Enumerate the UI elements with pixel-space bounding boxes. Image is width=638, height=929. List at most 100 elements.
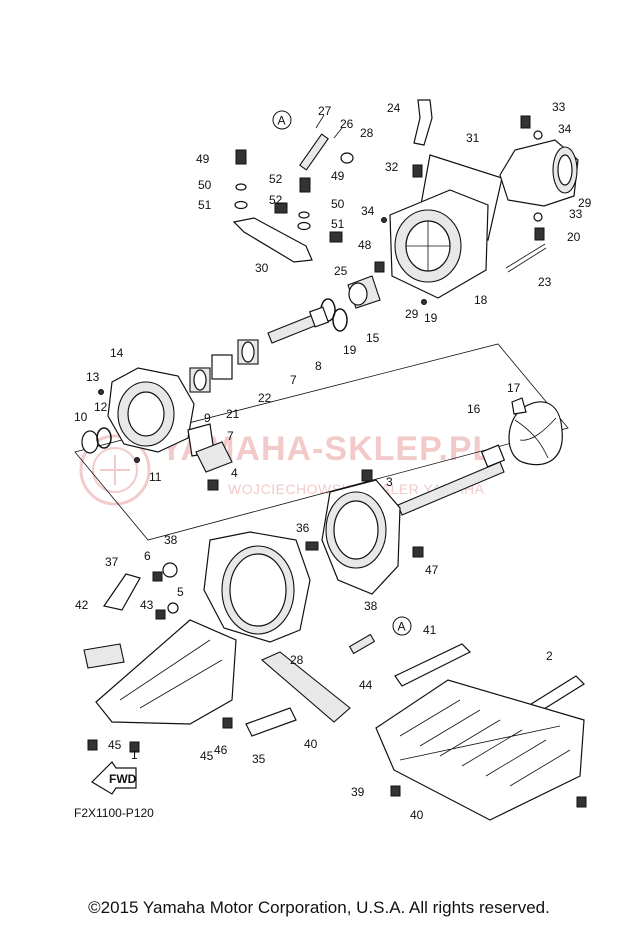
bearing-14 — [237, 339, 259, 365]
washer-34-upper — [533, 130, 543, 140]
callout-47: 47 — [425, 563, 439, 577]
bolt-49-right — [299, 177, 311, 193]
callout-30: 30 — [255, 261, 269, 275]
bolt-52-lower — [329, 231, 343, 243]
rail-42 — [394, 643, 472, 687]
ride-plate-wedge-1 — [95, 619, 237, 725]
callout-15: 15 — [366, 331, 380, 345]
callout-33: 33 — [552, 100, 566, 114]
callout-52: 52 — [269, 172, 283, 186]
callout-7: 7 — [227, 429, 234, 443]
callout-2: 2 — [546, 649, 553, 663]
callout-29: 29 — [578, 196, 592, 210]
callout-48: 48 — [358, 238, 372, 252]
callout-38: 38 — [164, 533, 178, 547]
callout-33: 33 — [569, 207, 583, 221]
callout-11: 11 — [149, 470, 162, 484]
pin-7-lower — [134, 457, 140, 463]
shaft-21 — [397, 444, 506, 516]
bolt-6 — [412, 546, 424, 558]
mount-43 — [83, 643, 125, 669]
screw-25 — [412, 164, 423, 178]
nut-38-lower — [155, 609, 166, 620]
callout-43: 43 — [140, 598, 154, 612]
callout-6: 6 — [144, 549, 151, 563]
callout-37: 37 — [105, 555, 119, 569]
bolt-44 — [87, 739, 98, 751]
callout-41: 41 — [423, 623, 437, 637]
screw-20 — [374, 261, 385, 273]
ref-marker-a-lower-text: A — [398, 620, 406, 634]
intake-grate-39 — [375, 679, 585, 821]
cap-16 — [81, 430, 99, 454]
pin-29-lower — [421, 299, 427, 305]
pin-3 — [305, 541, 319, 551]
o-ring-19-b — [332, 308, 348, 332]
fwd-label: FWD — [109, 772, 137, 786]
ref-marker-a-lower: A — [392, 616, 412, 636]
o-ring-17 — [96, 427, 112, 449]
washer-34-lower — [533, 212, 543, 222]
pin-7-upper — [98, 389, 104, 395]
callout-21: 21 — [226, 407, 240, 421]
callout-49: 49 — [331, 169, 345, 183]
callout-9: 9 — [204, 411, 211, 425]
ref-marker-a-top: A — [272, 110, 292, 130]
pin-29-upper — [381, 217, 387, 223]
copyright-notice: ©2015 Yamaha Motor Corporation, U.S.A. A… — [88, 898, 550, 917]
bolt-45-mid — [222, 717, 233, 729]
callout-38: 38 — [364, 599, 378, 613]
bolt-49-left — [235, 149, 247, 165]
bearing-12 — [189, 367, 211, 393]
strip-35 — [260, 651, 351, 723]
bracket-48 — [232, 217, 313, 263]
callout-8: 8 — [315, 359, 322, 373]
washer-51-right — [297, 221, 311, 231]
callout-34: 34 — [558, 122, 572, 136]
callout-42: 42 — [75, 598, 89, 612]
intake-duct-2 — [203, 531, 311, 643]
callout-5: 5 — [177, 585, 184, 599]
bolt-40-left — [390, 785, 401, 797]
callout-45: 45 — [200, 749, 214, 763]
callout-50: 50 — [198, 178, 212, 192]
liner-5 — [321, 479, 401, 595]
bracket-47 — [103, 573, 141, 611]
callout-31: 31 — [466, 131, 480, 145]
callout-51: 51 — [331, 217, 345, 231]
nozzle-32 — [499, 139, 579, 207]
bolt-52-upper — [274, 202, 288, 214]
callout-51: 51 — [198, 198, 212, 212]
cap-18 — [347, 275, 381, 309]
diagram-code: F2X1100-P120 — [74, 806, 154, 820]
callout-45: 45 — [108, 738, 122, 752]
callout-34: 34 — [361, 204, 375, 218]
callout-18: 18 — [474, 293, 488, 307]
callout-10: 10 — [74, 410, 88, 424]
housing-8 — [107, 367, 195, 453]
bolt-4 — [361, 469, 373, 482]
impeller-shaft-15 — [267, 306, 330, 344]
washer-51-left — [234, 200, 248, 210]
callout-27: 27 — [318, 104, 332, 118]
washer-50-right — [298, 211, 310, 219]
callout-52: 52 — [269, 193, 283, 207]
callout-39: 39 — [351, 785, 365, 799]
callout-17: 17 — [507, 381, 521, 395]
cover-9 — [195, 441, 233, 473]
spacer-13 — [211, 354, 233, 380]
callout-13: 13 — [86, 370, 100, 384]
bolt-33-upper — [520, 115, 531, 129]
fwd-arrow-icon: FWD — [91, 761, 137, 795]
callout-49: 49 — [196, 152, 210, 166]
callout-50: 50 — [331, 197, 345, 211]
callout-24: 24 — [387, 101, 401, 115]
bracket-46 — [245, 707, 297, 737]
callout-20: 20 — [567, 230, 581, 244]
callout-35: 35 — [252, 752, 266, 766]
callout-28: 28 — [290, 653, 304, 667]
washer-50-left — [235, 183, 247, 191]
callout-29: 29 — [405, 307, 419, 321]
